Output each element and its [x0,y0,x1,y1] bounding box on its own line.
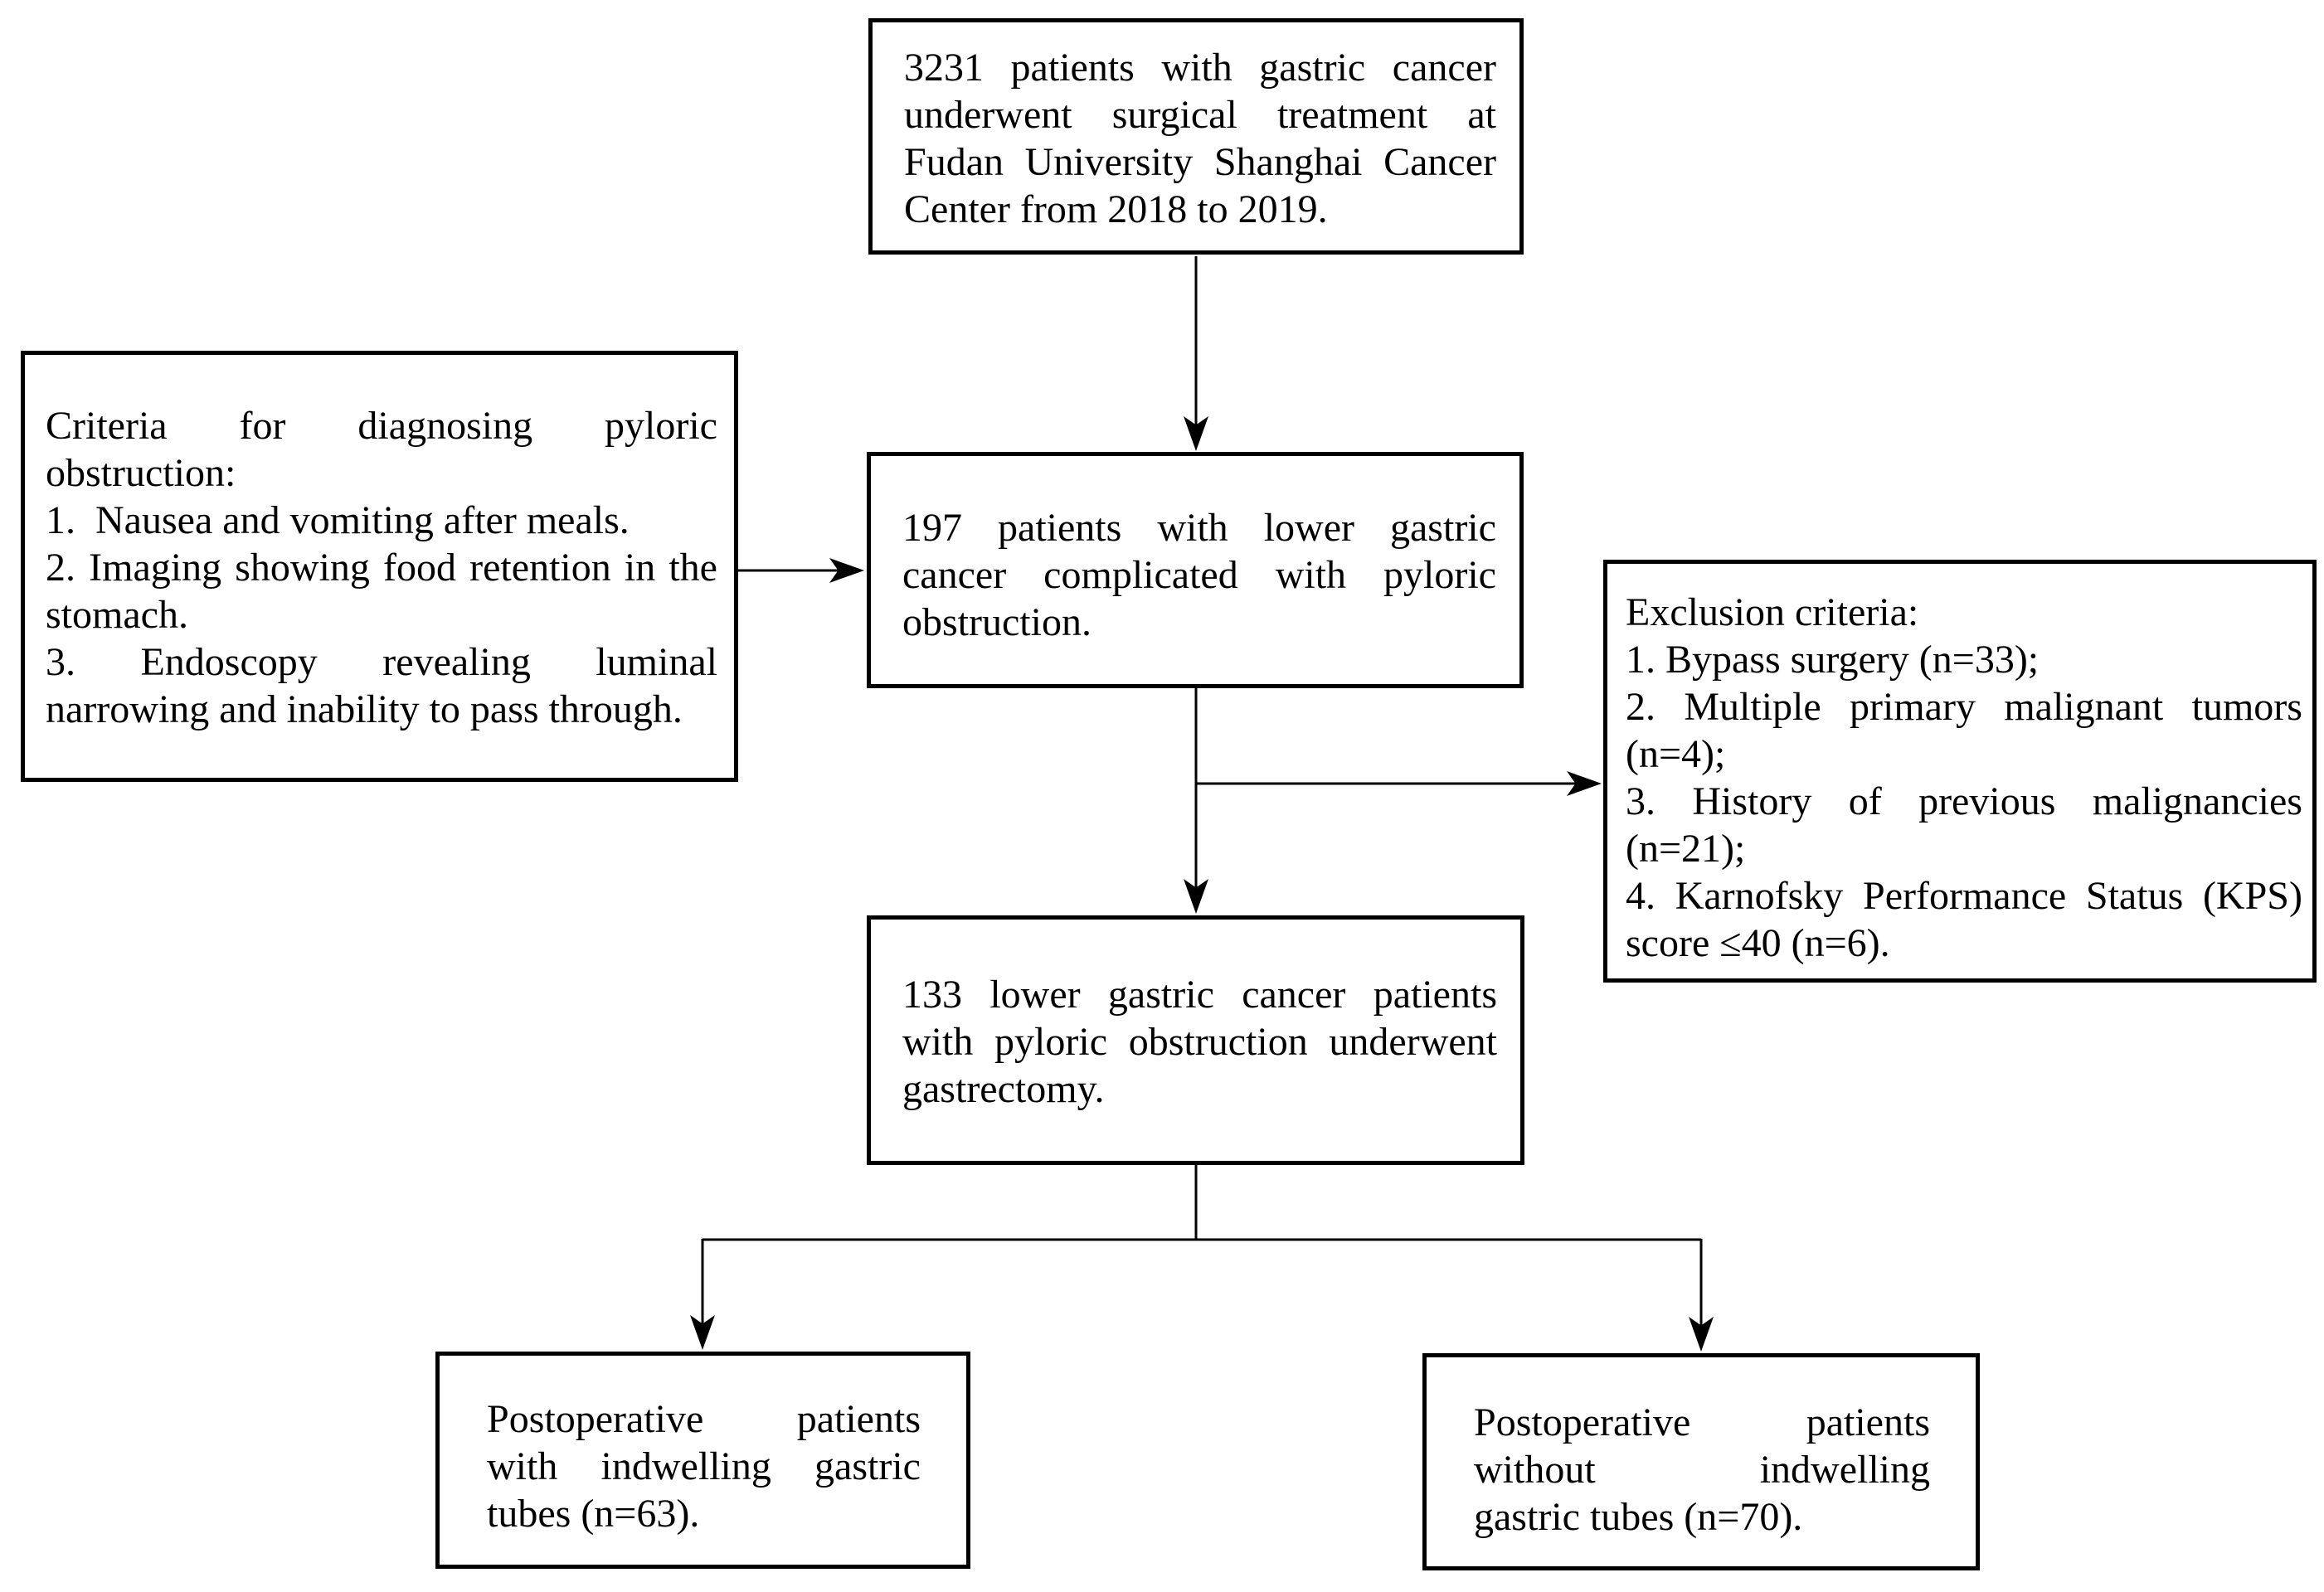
text-line: Exclusion criteria: [1626,590,1919,634]
text-line: obstruction: [46,451,236,495]
text-line: score ≤40 (n=6). [1626,921,1890,965]
text-line: tubes (n=63). [487,1492,700,1536]
text-line: stomach. [46,593,188,637]
text-line: narrowing and inability to pass through. [46,687,683,731]
text-line: 1. Bypass surgery (n=33); [1626,638,2040,682]
text-line: 1. Nausea and vomiting after meals. [46,498,630,542]
text-line: obstruction. [902,600,1092,644]
text-line: gastrectomy. [902,1067,1105,1111]
text-line: Center from 2018 to 2019. [904,187,1328,231]
text-line: (n=21); [1626,827,1746,871]
text-line: (n=4); [1626,732,1726,776]
text-line: gastric tubes (n=70). [1474,1495,1803,1539]
box-exclusion-criteria: Exclusion criteria: 1. Bypass surgery (n… [1603,560,2317,983]
